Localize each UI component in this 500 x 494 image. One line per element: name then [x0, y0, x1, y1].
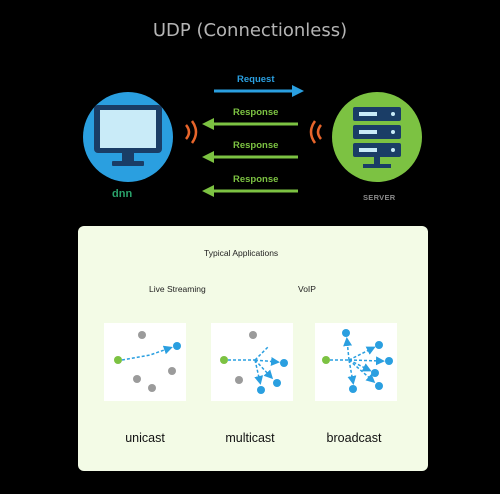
computer-monitor-icon — [94, 105, 162, 166]
idle-node — [235, 376, 243, 384]
response-label-3: Response — [233, 174, 279, 185]
request-arrow — [214, 85, 304, 97]
broadcast-diagram — [322, 329, 393, 393]
unicast-diagram — [114, 331, 181, 392]
server-label: SERVER — [363, 193, 396, 202]
target-node — [349, 385, 357, 393]
target-node — [342, 329, 350, 337]
target-node — [375, 382, 383, 390]
broadcast-branch — [348, 359, 376, 383]
target-node — [371, 369, 379, 377]
response-arrow-2 — [202, 151, 298, 163]
target-node — [280, 359, 288, 367]
multicast-branch — [254, 359, 274, 380]
target-node — [257, 386, 265, 394]
target-node — [173, 342, 181, 350]
idle-node — [138, 331, 146, 339]
multicast-branch — [254, 346, 269, 361]
target-node — [375, 341, 383, 349]
unicast-path — [121, 345, 173, 361]
idle-node — [168, 367, 176, 375]
broadcast-label: broadcast — [326, 431, 382, 445]
source-node — [322, 356, 330, 364]
multicast-box — [211, 323, 293, 401]
client-signal-icon — [185, 120, 198, 144]
broadcast-branch — [348, 346, 376, 361]
arrows-layer — [202, 85, 304, 197]
multicast-branch — [254, 359, 264, 385]
server-signal-icon — [309, 120, 322, 144]
client-brand-logo: dnn — [112, 188, 133, 200]
multicast-diagram — [220, 331, 288, 394]
target-node — [273, 379, 281, 387]
broadcast-box — [315, 323, 397, 401]
idle-node — [133, 375, 141, 383]
application-live-streaming: Live Streaming — [149, 284, 206, 294]
source-node — [114, 356, 122, 364]
source-node — [220, 356, 228, 364]
server-rack-icon — [353, 107, 401, 168]
response-label-1: Response — [233, 107, 279, 118]
multicast-branch — [254, 356, 280, 366]
unicast-label: unicast — [125, 431, 165, 445]
server-node — [332, 92, 422, 182]
response-label-2: Response — [233, 140, 279, 151]
response-arrow-1 — [202, 118, 298, 130]
client-node — [83, 92, 173, 182]
idle-node — [148, 384, 156, 392]
broadcast-branch — [343, 337, 353, 361]
multicast-label: multicast — [225, 431, 275, 445]
broadcast-branch — [348, 356, 385, 366]
diagram-title: UDP (Connectionless) — [152, 20, 348, 41]
broadcast-branch — [347, 359, 357, 385]
unicast-box — [104, 323, 186, 401]
response-arrow-3 — [202, 185, 298, 197]
application-voip: VoIP — [298, 284, 316, 294]
request-label: Request — [237, 74, 275, 85]
broadcast-branch — [348, 359, 372, 372]
idle-node — [249, 331, 257, 339]
applications-title: Typical Applications — [204, 248, 279, 258]
target-node — [385, 357, 393, 365]
